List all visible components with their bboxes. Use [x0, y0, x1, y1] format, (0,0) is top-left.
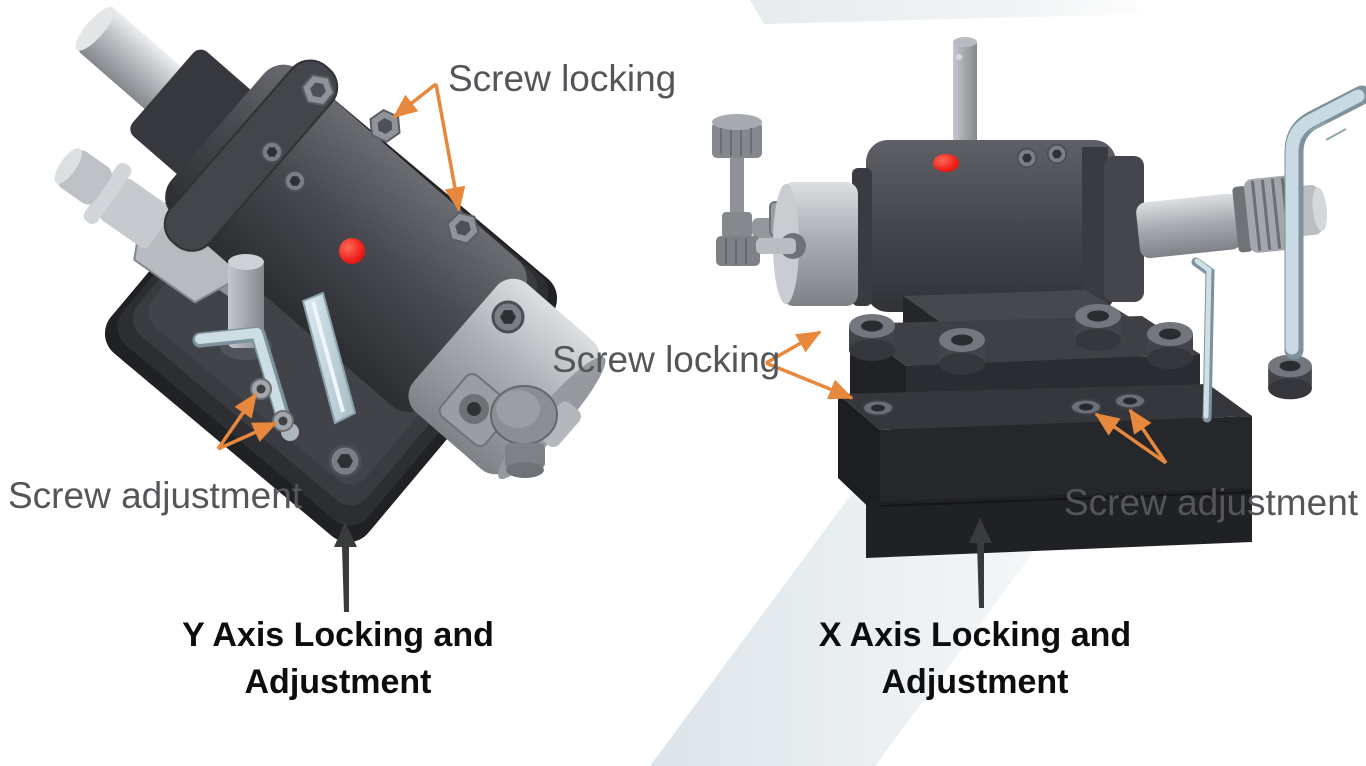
- red-indicator-dot: [933, 154, 959, 172]
- label-screw-locking-right: Screw locking: [552, 339, 781, 380]
- front-knob: [438, 372, 558, 478]
- base-screw: [328, 444, 362, 478]
- locking-boss: [1147, 322, 1193, 369]
- caption-x-axis-line2: Adjustment: [881, 662, 1069, 701]
- adjustment-screw: [1070, 398, 1102, 416]
- adjustment-screw: [1114, 392, 1146, 410]
- body-screw: [1016, 147, 1038, 169]
- label-screw-adjustment-left: Screw adjustment: [8, 475, 303, 516]
- left-cylinder: [756, 182, 858, 306]
- up-arrow-right: [969, 518, 992, 608]
- locking-boss: [939, 328, 985, 375]
- annotation-arrows: [216, 82, 1168, 465]
- base-screw: [491, 300, 525, 334]
- body-screw: [260, 140, 284, 164]
- caption-y-axis: Y Axis Locking and Adjustment: [138, 612, 538, 706]
- arrow-screw-adjustment-right-2: [1128, 408, 1168, 464]
- caption-y-axis-line1: Y Axis Locking and: [182, 616, 494, 654]
- caption-y-axis-line2: Adjustment: [244, 662, 432, 701]
- label-screw-adjustment-right: Screw adjustment: [1064, 482, 1359, 523]
- adjustment-screw: [862, 399, 894, 417]
- arrow-screw-adjustment-right-1: [1094, 412, 1168, 465]
- label-screw-locking-left: Screw locking: [448, 58, 677, 99]
- red-indicator-dot: [339, 238, 365, 264]
- arrow-screw-locking-right-1: [765, 330, 822, 365]
- arrow-screw-adjustment-left-2: [217, 421, 278, 451]
- arrow-screw-locking-right-2: [765, 361, 854, 400]
- key-boss: [1268, 354, 1312, 400]
- body-screw: [1046, 143, 1068, 165]
- y-axis-device-illustration: [54, 6, 606, 543]
- locking-boss: [1075, 304, 1121, 351]
- pin: [228, 254, 264, 348]
- adjustment-screws: [250, 378, 294, 432]
- caption-x-axis-line1: X Axis Locking and: [818, 616, 1132, 654]
- body-screw: [283, 169, 307, 193]
- locking-boss: [849, 314, 895, 361]
- arrow-screw-adjustment-left-1: [216, 392, 258, 450]
- vertical-rod: [953, 37, 977, 152]
- module-body: [866, 140, 1116, 312]
- x-axis-device-illustration: [712, 37, 1366, 558]
- caption-x-axis: X Axis Locking and Adjustment: [775, 612, 1175, 706]
- up-arrow-left: [334, 522, 357, 612]
- arrow-screw-locking-left-1: [392, 82, 438, 119]
- arrow-screw-locking-left-2: [434, 83, 466, 212]
- base-stack: [838, 290, 1253, 558]
